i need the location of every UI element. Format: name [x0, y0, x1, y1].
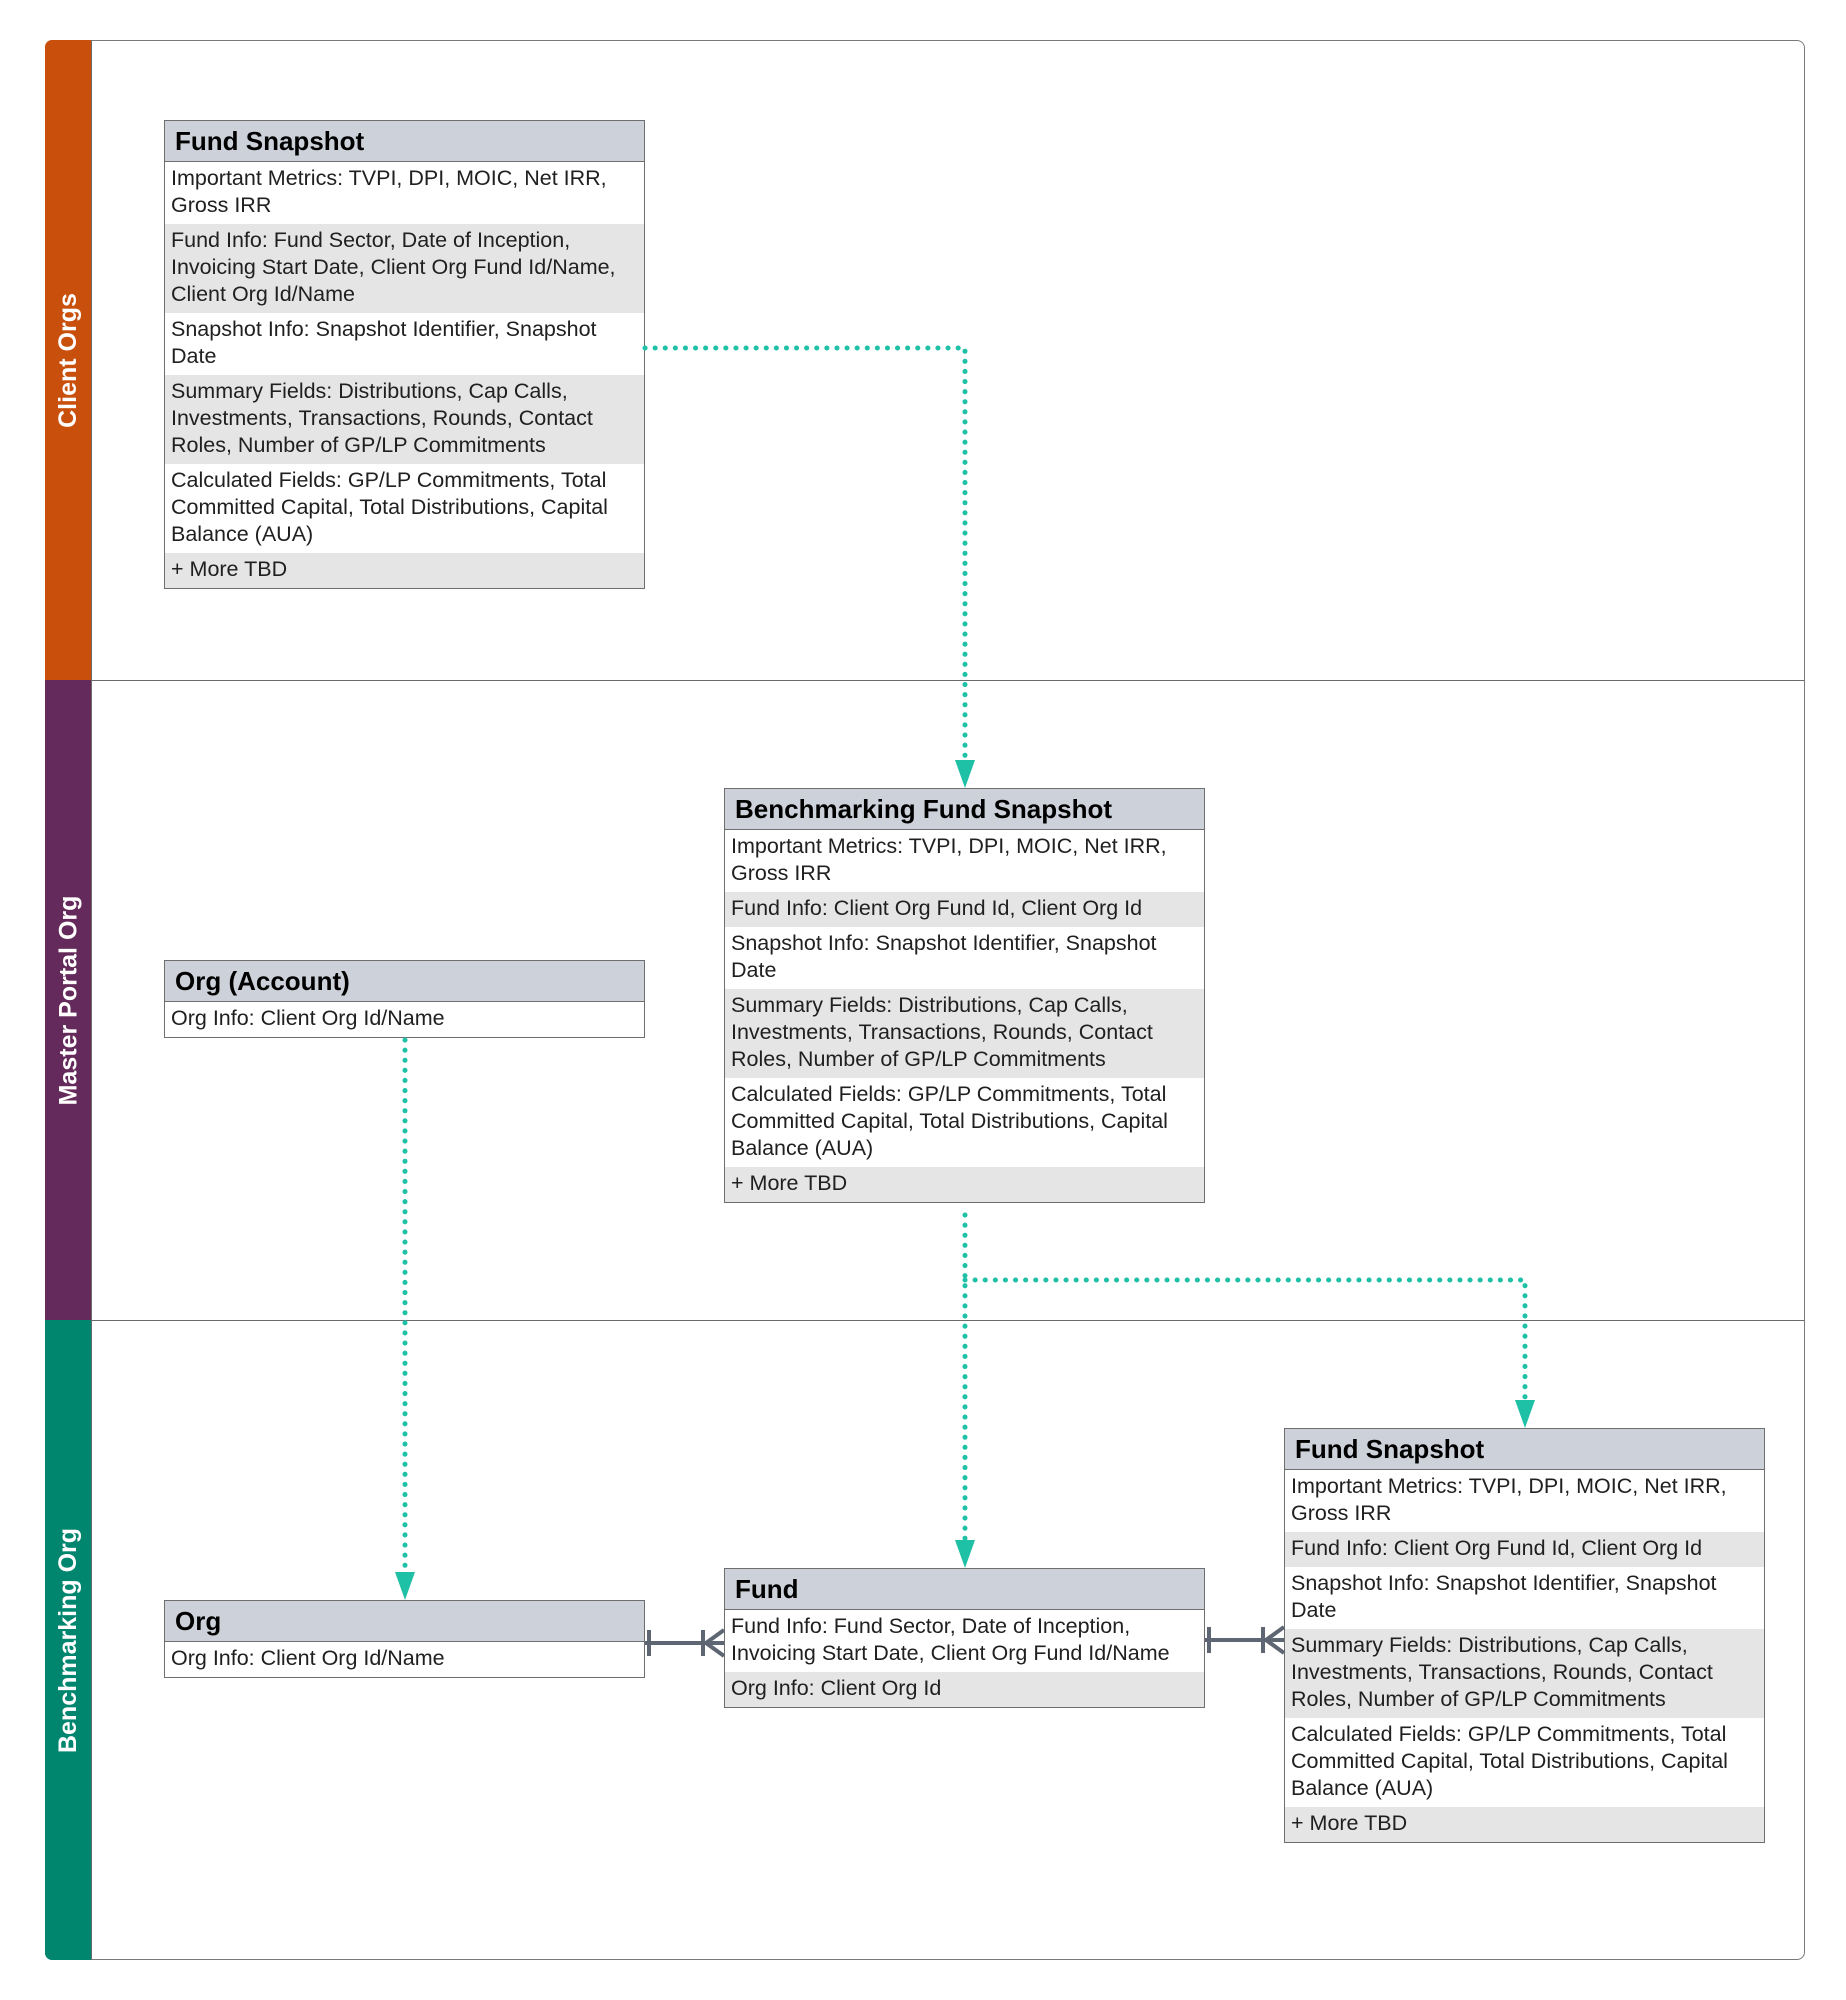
entity-field-row: + More TBD — [725, 1167, 1204, 1202]
entity-field-row: Org Info: Client Org Id/Name — [171, 1006, 445, 1030]
lane-benchmarking-org: Benchmarking Org — [45, 1320, 1805, 1960]
lane-client-orgs: Client Orgs — [45, 40, 1805, 680]
entity-field-row: Fund Info: Client Org Fund Id, Client Or… — [725, 892, 1204, 927]
entity-field-row: Important Metrics: TVPI, DPI, MOIC, Net … — [731, 834, 1167, 885]
entity-field-row: Summary Fields: Distributions, Cap Calls… — [1285, 1629, 1764, 1718]
entity-field-row: Important Metrics: TVPI, DPI, MOIC, Net … — [1291, 1474, 1727, 1525]
entity-field-row: + More TBD — [165, 553, 644, 588]
entity-field-row: Snapshot Info: Snapshot Identifier, Snap… — [1291, 1571, 1717, 1622]
entity-field-row: Org Info: Client Org Id — [725, 1672, 1204, 1707]
connector-client-to-benchmarking — [642, 345, 968, 773]
entity-field-row: Snapshot Info: Snapshot Identifier, Snap… — [731, 931, 1157, 982]
entity-title: Org (Account) — [165, 961, 644, 1002]
arrowhead-icon — [955, 1540, 975, 1568]
lane-label-client-orgs: Client Orgs — [45, 40, 92, 680]
entity-client-fund-snapshot[interactable]: Fund Snapshot Important Metrics: TVPI, D… — [164, 120, 645, 589]
lane-master-portal-org: Master Portal Org — [45, 680, 1805, 1320]
entity-title: Fund Snapshot — [165, 121, 644, 162]
lane-label-master-portal-org: Master Portal Org — [45, 680, 92, 1320]
arrowhead-icon — [955, 760, 975, 788]
lane-label-benchmarking-org: Benchmarking Org — [45, 1320, 92, 1960]
entity-org-account[interactable]: Org (Account) Org Info: Client Org Id/Na… — [164, 960, 645, 1038]
entity-bench-fund-snapshot[interactable]: Fund Snapshot Important Metrics: TVPI, D… — [1284, 1428, 1765, 1843]
entity-field-row: Calculated Fields: GP/LP Commitments, To… — [731, 1082, 1168, 1160]
entity-fund[interactable]: Fund Fund Info: Fund Sector, Date of Inc… — [724, 1568, 1205, 1708]
entity-field-row: Important Metrics: TVPI, DPI, MOIC, Net … — [171, 166, 607, 217]
entity-field-row: Snapshot Info: Snapshot Identifier, Snap… — [171, 317, 597, 368]
entity-title: Fund — [725, 1569, 1204, 1610]
entity-org[interactable]: Org Org Info: Client Org Id/Name — [164, 1600, 645, 1678]
arrowhead-icon — [395, 1572, 415, 1600]
entity-field-row: Org Info: Client Org Id/Name — [171, 1646, 445, 1670]
crowsfoot-icon — [1261, 1625, 1286, 1655]
entity-title: Org — [165, 1601, 644, 1642]
entity-field-row: Fund Info: Fund Sector, Date of Inceptio… — [731, 1614, 1170, 1665]
lane-edge — [91, 40, 92, 1960]
entity-benchmarking-fund-snapshot[interactable]: Benchmarking Fund Snapshot Important Met… — [724, 788, 1205, 1203]
entity-field-row: Calculated Fields: GP/LP Commitments, To… — [171, 468, 608, 546]
lane-divider — [91, 680, 1805, 681]
lane-divider — [91, 1320, 1805, 1321]
crowsfoot-icon — [701, 1628, 726, 1658]
entity-field-row: Calculated Fields: GP/LP Commitments, To… — [1291, 1722, 1728, 1800]
entity-field-row: Fund Info: Fund Sector, Date of Inceptio… — [165, 224, 644, 313]
entity-field-row: Summary Fields: Distributions, Cap Calls… — [725, 989, 1204, 1078]
entity-field-row: + More TBD — [1285, 1807, 1764, 1842]
entity-field-row: Fund Info: Client Org Fund Id, Client Or… — [1285, 1532, 1764, 1567]
entity-field-row: Summary Fields: Distributions, Cap Calls… — [165, 375, 644, 464]
arrowhead-icon — [1515, 1400, 1535, 1428]
entity-title: Benchmarking Fund Snapshot — [725, 789, 1204, 830]
entity-title: Fund Snapshot — [1285, 1429, 1764, 1470]
connector-benchmarking-to-fund-snapshot — [962, 1277, 1528, 1415]
